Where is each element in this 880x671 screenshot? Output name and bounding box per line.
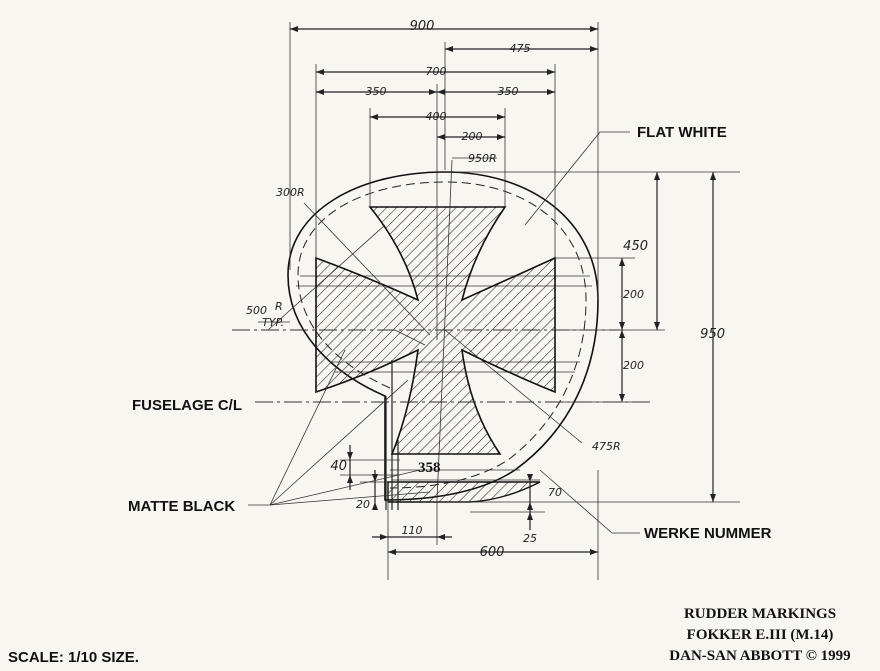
dim-350-left: 350	[366, 85, 387, 98]
dim-700: 700	[426, 65, 447, 78]
werke-nummer-serial: 358	[418, 460, 441, 476]
dim-500-r: R	[275, 300, 283, 313]
dimension-texts: 900 475 700 350 350 400 200 950R 300R 50…	[246, 19, 725, 560]
fuselage-cl-label: FUSELAGE C/L	[132, 397, 242, 414]
dim-450: 450	[623, 239, 648, 254]
scale-note: SCALE: 1/10 SIZE.	[8, 649, 139, 666]
top-dimensions	[289, 22, 599, 340]
werke-nummer-label: WERKE NUMMER	[644, 525, 772, 542]
dim-200-lower: 200	[623, 359, 644, 372]
title-line-3: DAN-SAN ABBOTT © 1999	[669, 648, 850, 664]
dim-950: 950	[700, 327, 725, 342]
dim-25: 25	[523, 532, 537, 545]
title-block: RUDDER MARKINGS FOKKER E.III (M.14) DAN-…	[669, 606, 850, 664]
dim-typ: TYP.	[262, 316, 284, 329]
dim-500: 500	[246, 304, 267, 317]
iron-cross	[315, 206, 556, 455]
dim-300r: 300R	[276, 186, 305, 199]
dim-950r: 950R	[468, 152, 497, 165]
flat-white-label: FLAT WHITE	[637, 124, 727, 141]
title-line-2: FOKKER E.III (M.14)	[687, 627, 834, 643]
dim-350-right: 350	[498, 85, 519, 98]
dim-70: 70	[548, 486, 562, 499]
callout-labels: FLAT WHITE FUSELAGE C/L MATTE BLACK WERK…	[128, 124, 772, 542]
dim-900: 900	[410, 19, 435, 34]
dim-110: 110	[402, 524, 423, 537]
bottom-dimensions	[340, 445, 599, 580]
dim-400: 400	[426, 110, 447, 123]
dim-200-upper: 200	[623, 288, 644, 301]
dim-475r: 475R	[592, 440, 621, 453]
right-dimensions	[430, 171, 740, 503]
title-line-1: RUDDER MARKINGS	[684, 606, 836, 622]
dim-20: 20	[356, 498, 370, 511]
dim-600: 600	[480, 545, 505, 560]
dim-200-top: 200	[462, 130, 483, 143]
dim-40: 40	[330, 459, 347, 474]
matte-black-label: MATTE BLACK	[128, 498, 235, 515]
leader-lines	[248, 131, 640, 534]
bottom-black-band	[387, 481, 541, 503]
dim-475: 475	[510, 42, 531, 55]
